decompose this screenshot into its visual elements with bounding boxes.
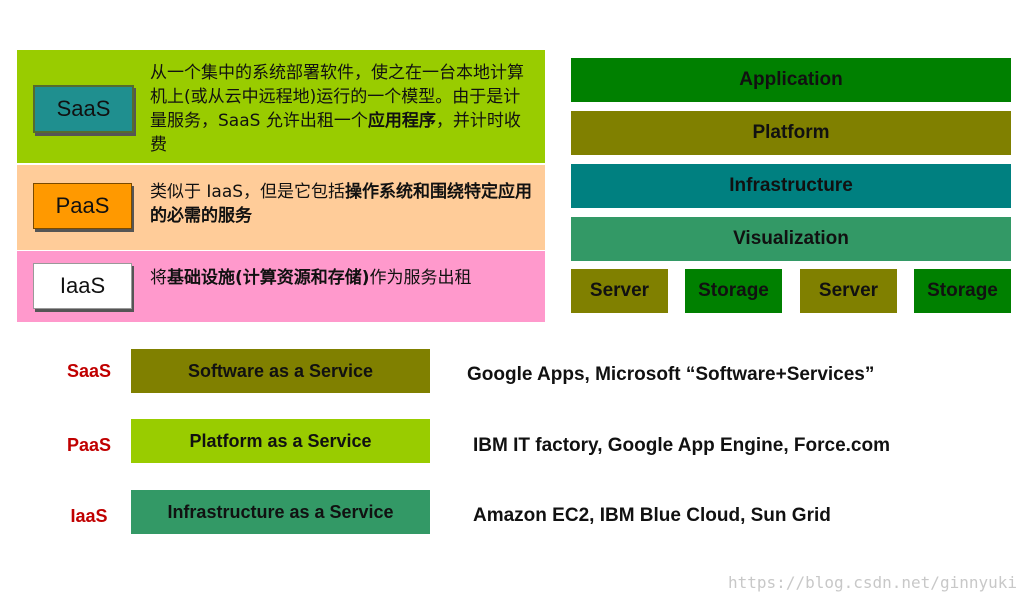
paas-description: 类似于 IaaS，但是它包括操作系统和围绕特定应用的必需的服务 [150,180,535,228]
paas-description-row: PaaS 类似于 IaaS，但是它包括操作系统和围绕特定应用的必需的服务 [17,165,545,250]
paas-description-text: 类似于 IaaS，但是它包括 [150,182,346,202]
hardware-server-1: Server [571,269,668,313]
infrastructure-layer: Infrastructure [571,164,1011,208]
platform-layer: Platform [571,111,1011,155]
iaas-description-tail: 作为服务出租 [369,268,472,288]
iaas-description-row: IaaS 将基础设施(计算资源和存储)作为服务出租 [17,251,545,322]
iaas-badge: IaaS [33,263,132,309]
iaas-description-bold: 基础设施(计算资源和存储) [167,268,370,288]
saas-description-row: SaaS 从一个集中的系统部署软件，使之在一台本地计算机上(或从云中远程地)运行… [17,50,545,163]
iaas-description-text: 将 [150,268,167,288]
saas-service-examples: Google Apps, Microsoft “Software+Service… [467,364,875,385]
iaas-service-examples: Amazon EC2, IBM Blue Cloud, Sun Grid [473,505,831,526]
paas-description-bold: 操作系统和围绕特定应用的必需的服务 [150,182,533,226]
saas-description: 从一个集中的系统部署软件，使之在一台本地计算机上(或从云中远程地)运行的一个模型… [150,61,535,157]
paas-service-bar: Platform as a Service [131,419,430,463]
visualization-layer: Visualization [571,217,1011,261]
iaas-description: 将基础设施(计算资源和存储)作为服务出租 [150,266,535,290]
saas-description-tail: ，并计时收费 [150,111,521,155]
paas-service-tag: PaaS [66,435,112,455]
saas-service-bar: Software as a Service [131,349,430,393]
paas-badge: PaaS [33,183,132,229]
watermark: https://blog.csdn.net/ginnyuki [728,573,1017,592]
saas-service-tag: SaaS [66,361,112,381]
iaas-service-tag: IaaS [70,506,108,526]
hardware-storage-1: Storage [685,269,782,313]
saas-description-text: 从一个集中的系统部署软件，使之在一台本地计算机上(或从云中远程地)运行的一个模型… [150,63,524,131]
iaas-service-bar: Infrastructure as a Service [131,490,430,534]
saas-badge: SaaS [33,85,134,133]
application-layer: Application [571,58,1011,102]
hardware-server-2: Server [800,269,897,313]
paas-service-examples: IBM IT factory, Google App Engine, Force… [473,435,890,456]
hardware-storage-2: Storage [914,269,1011,313]
saas-description-bold: 应用程序 [367,111,436,131]
